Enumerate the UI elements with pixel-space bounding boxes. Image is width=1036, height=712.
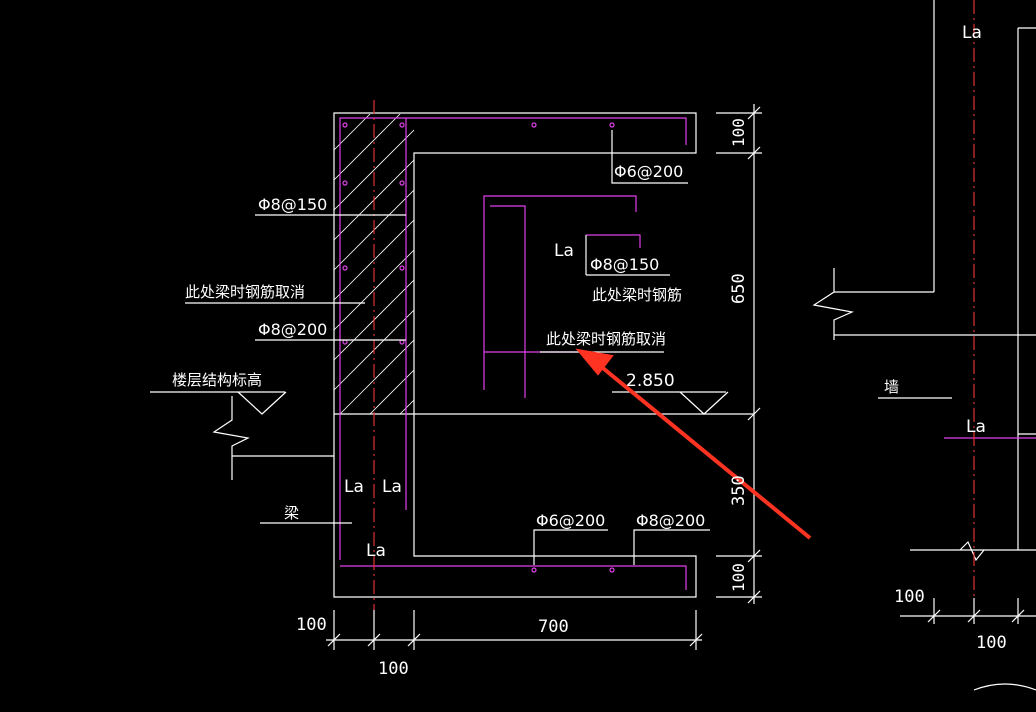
- beam-break-left: [212, 396, 334, 480]
- floor-elevation-label: 楼层结构标高: [172, 371, 262, 389]
- pointer-arrow: [575, 348, 812, 540]
- beam-cancel-label-center: 此处梁时钢筋取消: [546, 330, 666, 348]
- beam-rebar-label-inner: 此处梁时钢筋: [592, 286, 682, 304]
- dim-bottom-width: 700: [538, 617, 569, 637]
- right-detail: [812, 0, 1036, 691]
- la-label-inner: La: [554, 241, 574, 261]
- beam-cancel-label-left: 此处梁时钢筋取消: [185, 283, 305, 301]
- dimension-lines: [326, 104, 762, 650]
- la-label-right: La: [966, 417, 986, 437]
- dim-mid-height: 650: [729, 273, 749, 304]
- la-label-bottom: La: [366, 541, 386, 561]
- dim-bottom-wall: 100: [378, 659, 409, 679]
- elevation-value-label: 2.850: [626, 371, 675, 391]
- rebar-label-inner: Φ8@150: [590, 255, 659, 274]
- dim-top-slab: 100: [729, 118, 748, 147]
- rebar-lines: [339, 117, 687, 590]
- rebar-label-top: Φ6@200: [614, 162, 683, 181]
- rebar-label-bottom-2: Φ8@200: [636, 511, 705, 530]
- rebar-label-wall-bottom: Φ8@200: [258, 320, 327, 339]
- dim-right-wall: 100: [976, 633, 1007, 653]
- beam-label: 梁: [284, 504, 299, 522]
- dim-bottom-left: 100: [296, 615, 327, 635]
- wall-label: 墙: [884, 378, 899, 396]
- la-label-left-2: La: [382, 477, 402, 497]
- floor-elevation-marks: [150, 391, 729, 415]
- dim-right-left: 100: [894, 587, 925, 607]
- rebar-label-bottom-1: Φ6@200: [536, 511, 605, 530]
- la-label-left-1: La: [344, 477, 364, 497]
- dim-lower-height: 350: [729, 475, 749, 506]
- leader-lines: [185, 130, 710, 565]
- rebar-label-wall-top: Φ8@150: [258, 195, 327, 214]
- la-label-top-right: La: [962, 23, 982, 43]
- dim-bottom-slab: 100: [729, 563, 748, 592]
